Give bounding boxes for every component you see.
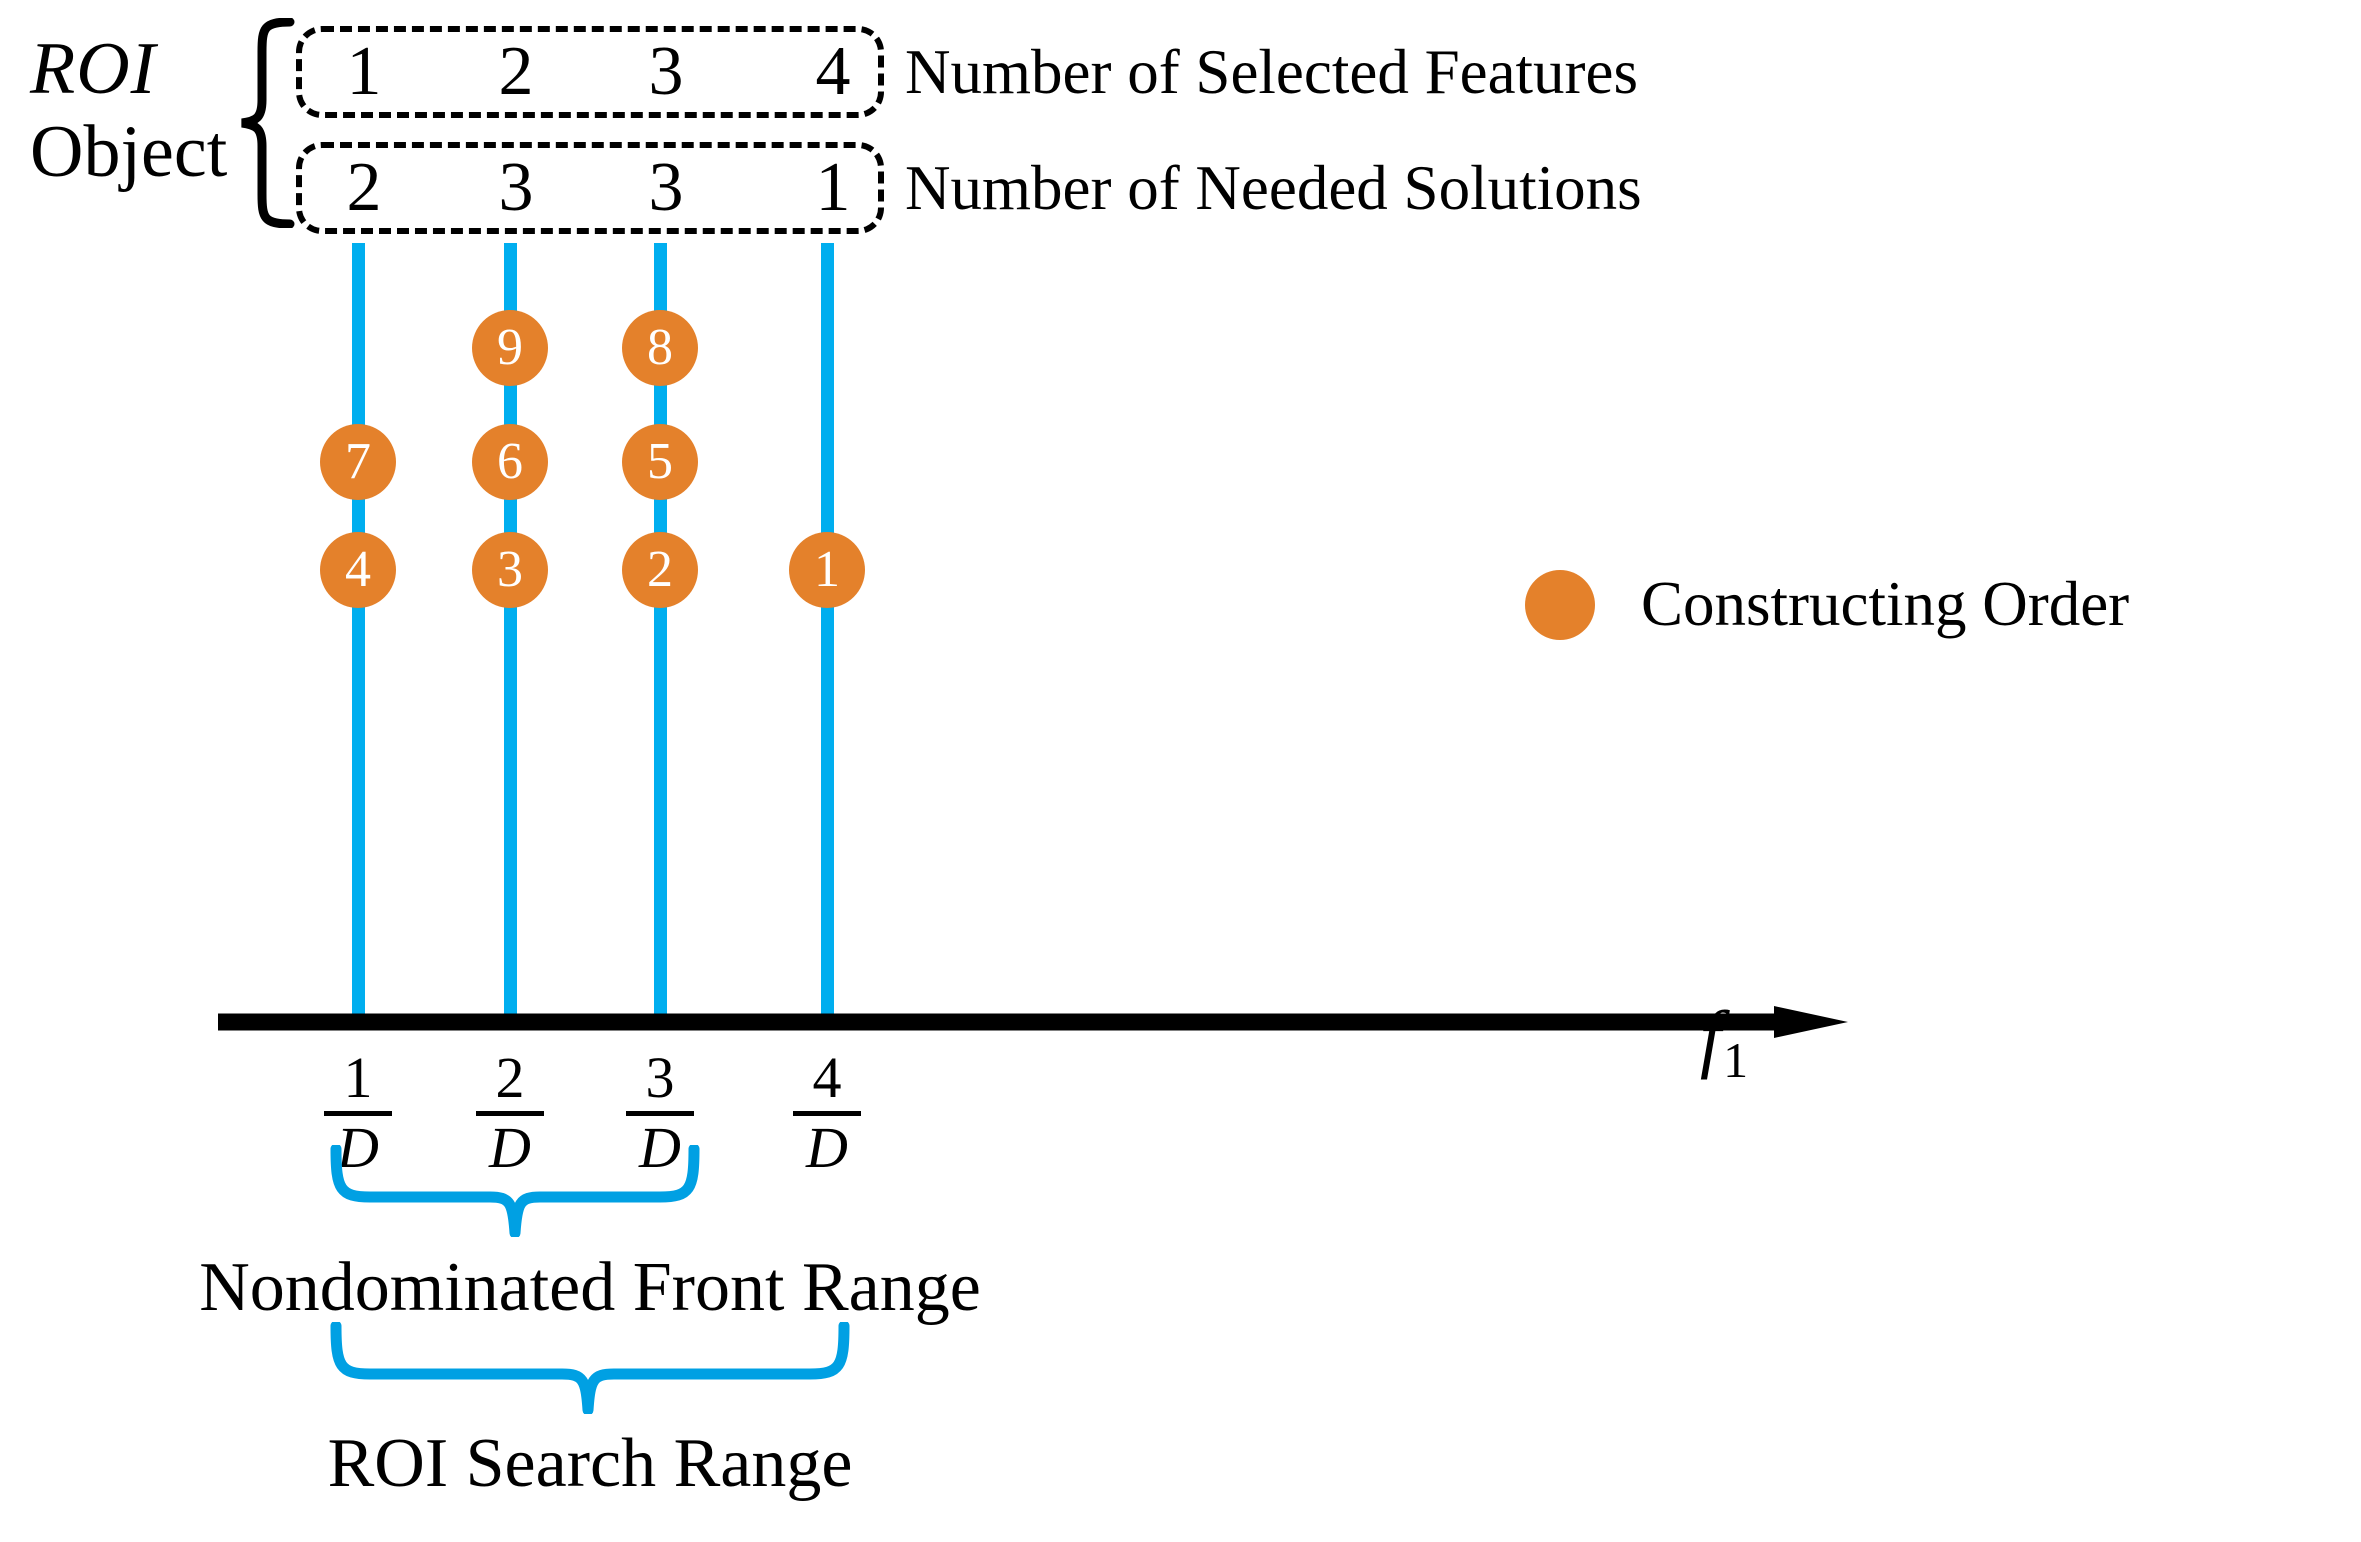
- needed-solutions-cell: 3: [648, 149, 684, 226]
- order-node: 4: [320, 532, 396, 608]
- tick-numerator: 3: [645, 1045, 675, 1110]
- selected-features-box: 1 2 3 4: [296, 26, 884, 118]
- curly-brace-icon: [241, 18, 295, 228]
- tick-numerator: 4: [812, 1045, 842, 1110]
- selected-features-cell: 3: [648, 33, 684, 110]
- needed-solutions-box: 2 3 3 1: [296, 142, 884, 234]
- roi-object-label: ROI Object: [30, 28, 280, 194]
- roi-search-range-brace-icon: [330, 1322, 850, 1414]
- legend-label: Constructing Order: [1641, 569, 2130, 639]
- tick-label-3: 3 D: [600, 1048, 720, 1177]
- selected-features-cell: 2: [498, 33, 534, 110]
- needed-solutions-cell: 3: [498, 149, 534, 226]
- tick-numerator: 1: [343, 1045, 373, 1110]
- order-node: 8: [622, 310, 698, 386]
- roi-object-label-line1: ROI: [30, 28, 157, 110]
- tick-label-2: 2 D: [450, 1048, 570, 1177]
- f1-axis: [218, 1006, 1848, 1038]
- axis-name-subscript: 1: [1723, 1032, 1749, 1088]
- legend: Constructing Order: [1525, 568, 2129, 641]
- tick-denominator: D: [626, 1111, 694, 1177]
- axis-name-label: f1: [1700, 995, 1748, 1088]
- order-node: 5: [622, 424, 698, 500]
- tick-numerator: 2: [495, 1045, 525, 1110]
- needed-solutions-caption: Number of Needed Solutions: [905, 153, 1642, 223]
- order-node: 3: [472, 532, 548, 608]
- order-node: 9: [472, 310, 548, 386]
- needed-solutions-cell: 1: [815, 149, 851, 226]
- tick-denominator: D: [793, 1111, 861, 1177]
- needed-solutions-cell: 2: [346, 149, 382, 226]
- selected-features-cell: 1: [346, 33, 382, 110]
- order-node: 1: [789, 532, 865, 608]
- selected-features-caption: Number of Selected Features: [905, 37, 1638, 107]
- tick-label-4: 4 D: [767, 1048, 887, 1177]
- order-node: 7: [320, 424, 396, 500]
- guide-line-1: [352, 243, 365, 1015]
- selected-features-cell: 4: [815, 33, 851, 110]
- order-node: 6: [472, 424, 548, 500]
- tick-denominator: D: [324, 1111, 392, 1177]
- roi-object-label-line2: Object: [30, 110, 228, 193]
- legend-marker-icon: [1525, 569, 1595, 640]
- guide-line-4: [821, 243, 834, 1015]
- axis-name-letter: f: [1700, 996, 1722, 1080]
- roi-search-range-label: ROI Search Range: [327, 1425, 853, 1502]
- order-node: 2: [622, 532, 698, 608]
- tick-denominator: D: [476, 1111, 544, 1177]
- nondominated-front-brace-icon: [330, 1145, 700, 1237]
- tick-label-1: 1 D: [298, 1048, 418, 1177]
- nondominated-front-range-label: Nondominated Front Range: [199, 1249, 981, 1326]
